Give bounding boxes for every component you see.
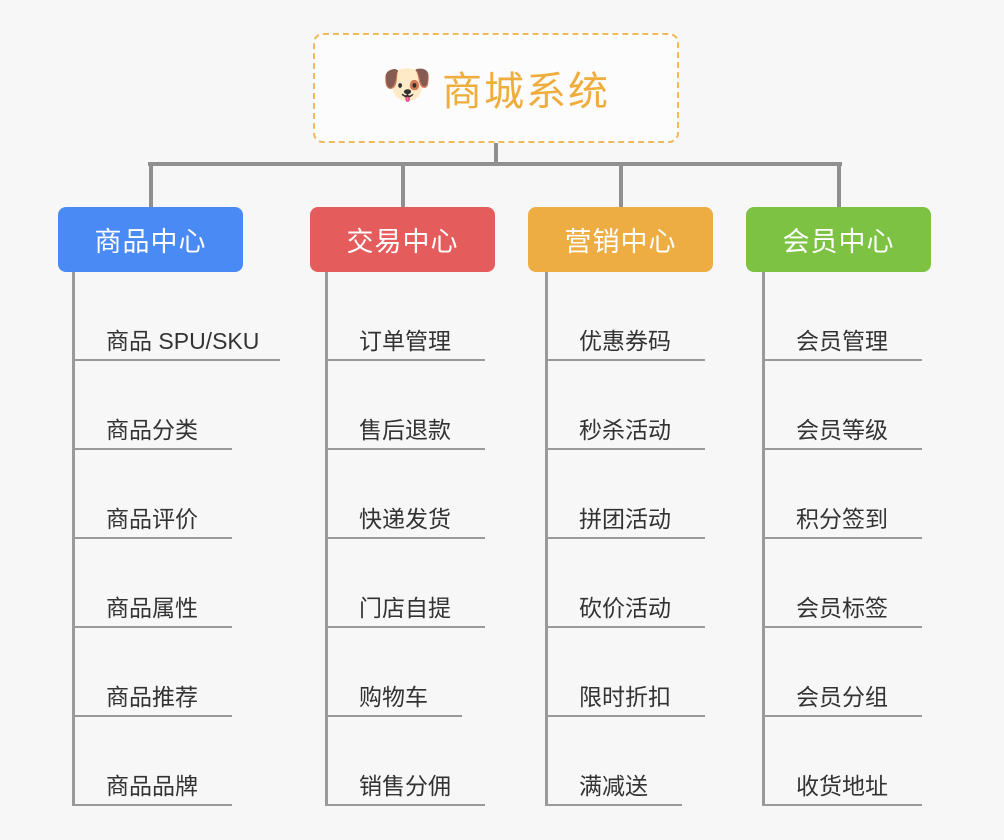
leaf-item-label: 优惠券码: [579, 328, 671, 355]
leaf-item-label: 门店自提: [359, 595, 451, 622]
leaf-item[interactable]: 商品评价: [72, 450, 232, 539]
leaf-item-label: 销售分佣: [359, 773, 451, 800]
leaf-item-label: 订单管理: [359, 328, 451, 355]
leaf-item[interactable]: 限时折扣: [545, 628, 705, 717]
leaf-item-label: 商品评价: [106, 506, 198, 533]
column-spine: [325, 272, 328, 806]
connector-drop-3: [618, 162, 623, 209]
leaf-item[interactable]: 商品 SPU/SKU: [72, 272, 280, 361]
leaf-item-label: 商品推荐: [106, 684, 198, 711]
dog-face-icon: 🐶: [382, 63, 432, 107]
leaf-item-label: 限时折扣: [579, 684, 671, 711]
connector-root-vertical: [494, 143, 498, 166]
leaf-item[interactable]: 收货地址: [762, 717, 922, 806]
leaf-item-label: 砍价活动: [579, 595, 671, 622]
column-spine: [762, 272, 765, 806]
column-spine: [72, 272, 75, 806]
leaf-item-label: 快递发货: [359, 506, 451, 533]
category-label: 营销中心: [564, 227, 677, 257]
leaf-item-label: 售后退款: [359, 417, 451, 444]
leaf-item[interactable]: 优惠券码: [545, 272, 705, 361]
leaf-item[interactable]: 积分签到: [762, 450, 922, 539]
root-title: 商城系统: [442, 70, 610, 114]
column-spine: [545, 272, 548, 806]
leaf-item-label: 积分签到: [796, 506, 888, 533]
leaf-item[interactable]: 销售分佣: [325, 717, 485, 806]
category-box-4[interactable]: 会员中心: [746, 207, 931, 272]
leaf-item[interactable]: 购物车: [325, 628, 462, 717]
root-node-mall-system[interactable]: 🐶 商城系统: [313, 33, 679, 143]
leaf-item[interactable]: 售后退款: [325, 361, 485, 450]
leaf-item-label: 满减送: [579, 773, 648, 800]
leaf-item[interactable]: 商品品牌: [72, 717, 232, 806]
category-label: 商品中心: [94, 227, 207, 257]
leaf-item[interactable]: 拼团活动: [545, 450, 705, 539]
connector-horizontal-bus: [148, 162, 842, 166]
leaf-item[interactable]: 会员管理: [762, 272, 922, 361]
leaf-item-label: 购物车: [359, 684, 428, 711]
category-box-2[interactable]: 交易中心: [310, 207, 495, 272]
leaf-item[interactable]: 砍价活动: [545, 539, 705, 628]
leaf-item[interactable]: 快递发货: [325, 450, 485, 539]
category-box-3[interactable]: 营销中心: [528, 207, 713, 272]
leaf-item-label: 商品 SPU/SKU: [106, 328, 260, 355]
leaf-item[interactable]: 门店自提: [325, 539, 485, 628]
leaf-item[interactable]: 会员分组: [762, 628, 922, 717]
leaf-item-label: 会员分组: [796, 684, 888, 711]
leaf-item[interactable]: 秒杀活动: [545, 361, 705, 450]
leaf-item-label: 商品分类: [106, 417, 198, 444]
leaf-item-label: 拼团活动: [579, 506, 671, 533]
leaf-item[interactable]: 会员等级: [762, 361, 922, 450]
connector-drop-4: [836, 162, 841, 209]
connector-drop-1: [148, 162, 153, 209]
leaf-item-label: 会员管理: [796, 328, 888, 355]
leaf-item-label: 会员标签: [796, 595, 888, 622]
leaf-item[interactable]: 商品属性: [72, 539, 232, 628]
leaf-item[interactable]: 会员标签: [762, 539, 922, 628]
leaf-item-label: 秒杀活动: [579, 417, 671, 444]
leaf-item[interactable]: 商品分类: [72, 361, 232, 450]
leaf-item[interactable]: 商品推荐: [72, 628, 232, 717]
category-label: 会员中心: [782, 227, 895, 257]
leaf-item-label: 商品品牌: [106, 773, 198, 800]
connector-drop-2: [400, 162, 405, 209]
leaf-item-label: 会员等级: [796, 417, 888, 444]
category-box-1[interactable]: 商品中心: [58, 207, 243, 272]
leaf-item-label: 商品属性: [106, 595, 198, 622]
leaf-item[interactable]: 订单管理: [325, 272, 485, 361]
leaf-item[interactable]: 满减送: [545, 717, 682, 806]
category-label: 交易中心: [346, 227, 459, 257]
leaf-item-label: 收货地址: [796, 773, 888, 800]
